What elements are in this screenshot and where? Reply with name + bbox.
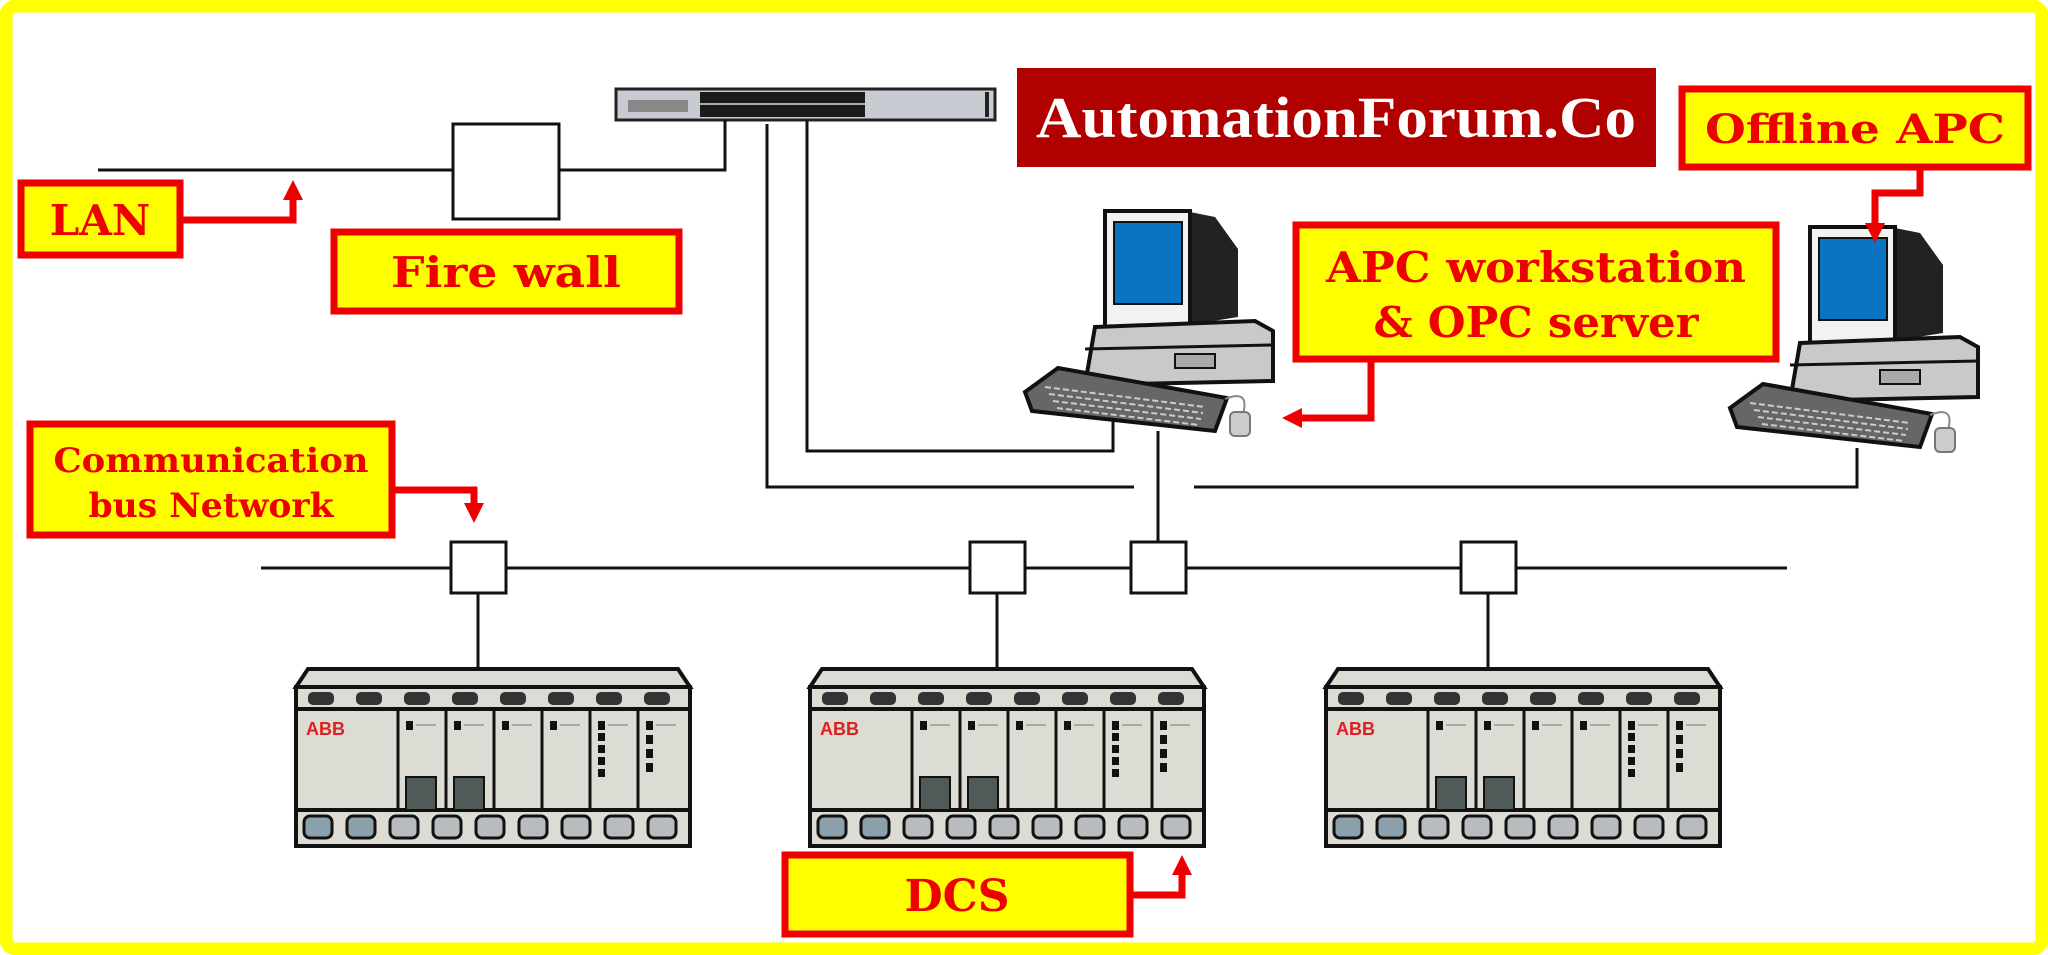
bus-node-icon — [449, 540, 508, 595]
dcs-rack-icon: ABB — [806, 667, 1208, 848]
switch-to-workstation-line — [805, 120, 1115, 453]
lan-line — [98, 120, 727, 172]
automationforum-banner: AutomationForum.Co — [1017, 68, 1656, 167]
dcs-rack-icon: ABB — [1322, 667, 1724, 848]
label-lan: LAN — [17, 179, 303, 259]
bus-node-icon — [968, 540, 1027, 595]
label-dcs: DCS — [781, 851, 1192, 938]
abb-logo: ABB — [820, 719, 859, 739]
label-offline-apc: Offline APC — [1678, 85, 2032, 243]
opc-server-text: & OPC server — [1374, 298, 1700, 347]
mouse — [1229, 411, 1251, 437]
bus-node-icon — [1129, 540, 1188, 595]
keyboard — [1022, 365, 1230, 434]
computer-workstation-icon — [1727, 225, 1980, 453]
bus-node-icon — [1459, 540, 1518, 595]
computer-workstation-icon — [1022, 209, 1275, 437]
screen — [1818, 237, 1888, 321]
communication-text: Communication — [54, 441, 369, 481]
screen — [1113, 221, 1183, 305]
arrow-icon — [1871, 167, 1924, 225]
switch-to-bus-line — [765, 124, 1134, 489]
keyboard — [1727, 381, 1935, 450]
dcs-text: DCS — [905, 871, 1010, 922]
lan-text: LAN — [50, 196, 151, 245]
label-apc-workstation: APC workstation & OPC server — [1282, 221, 1780, 428]
abb-logo: ABB — [306, 719, 345, 739]
abb-logo: ABB — [1336, 719, 1375, 739]
firewall-icon — [451, 122, 561, 221]
arrow-icon — [1300, 359, 1375, 422]
label-communication-bus: Communication bus Network — [26, 420, 484, 539]
apc-workstation-text: APC workstation — [1325, 243, 1746, 292]
network-switch-icon — [614, 87, 997, 122]
arrow-icon — [1130, 873, 1186, 899]
firewall-text: Fire wall — [391, 248, 621, 297]
arrow-icon — [180, 198, 297, 224]
bus-network-text: bus Network — [89, 486, 335, 526]
dcs-rack-icon: ABB — [292, 667, 694, 848]
arrow-icon — [392, 486, 478, 505]
offline-apc-text: Offline APC — [1705, 106, 2005, 153]
banner-text: AutomationForum.Co — [1036, 85, 1636, 150]
label-firewall: Fire wall — [330, 228, 683, 315]
offline-apc-line — [1194, 448, 1859, 489]
mouse — [1934, 427, 1956, 453]
